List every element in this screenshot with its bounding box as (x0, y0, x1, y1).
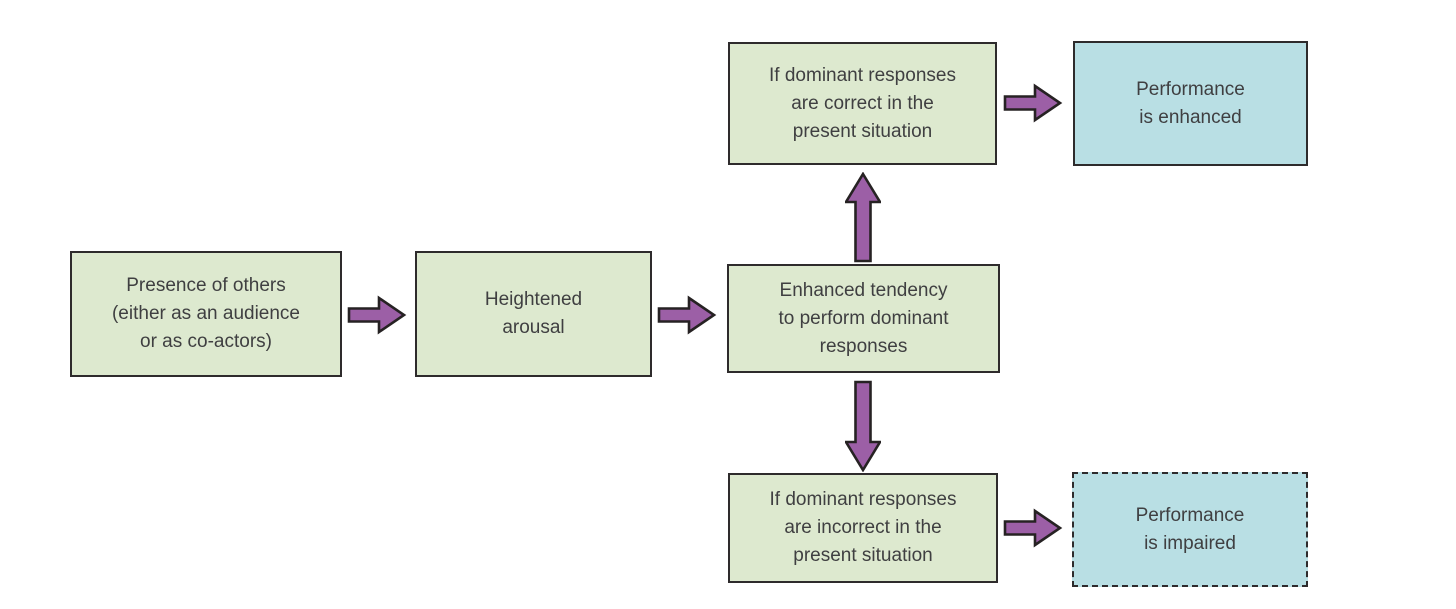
node-dominant-correct: If dominant responses are correct in the… (728, 42, 997, 165)
arrow-right-icon (657, 295, 717, 335)
node-dominant-incorrect: If dominant responses are incorrect in t… (728, 473, 998, 583)
arrow-right-icon (347, 295, 407, 335)
arrow-right-icon (1003, 508, 1063, 548)
node-presence-of-others: Presence of others (either as an audienc… (70, 251, 342, 377)
node-label: If dominant responses are incorrect in t… (769, 489, 957, 566)
node-label: Presence of others (either as an audienc… (111, 275, 300, 352)
node-label: Enhanced tendency to perform dominant re… (778, 279, 949, 357)
node-label: Performance is enhanced (1136, 78, 1245, 128)
node-label: Performance is impaired (1135, 504, 1245, 554)
arrow-right-icon (1003, 83, 1063, 123)
node-performance-impaired: Performance is impaired (1072, 472, 1308, 587)
node-label: Heightened arousal (484, 289, 583, 338)
node-label: If dominant responses are correct in the… (769, 64, 956, 142)
node-heightened-arousal: Heightened arousal (415, 251, 652, 377)
arrow-up-icon (845, 172, 881, 263)
node-enhanced-tendency: Enhanced tendency to perform dominant re… (727, 264, 1000, 373)
arrow-down-icon (845, 380, 881, 472)
node-performance-enhanced: Performance is enhanced (1073, 41, 1308, 166)
